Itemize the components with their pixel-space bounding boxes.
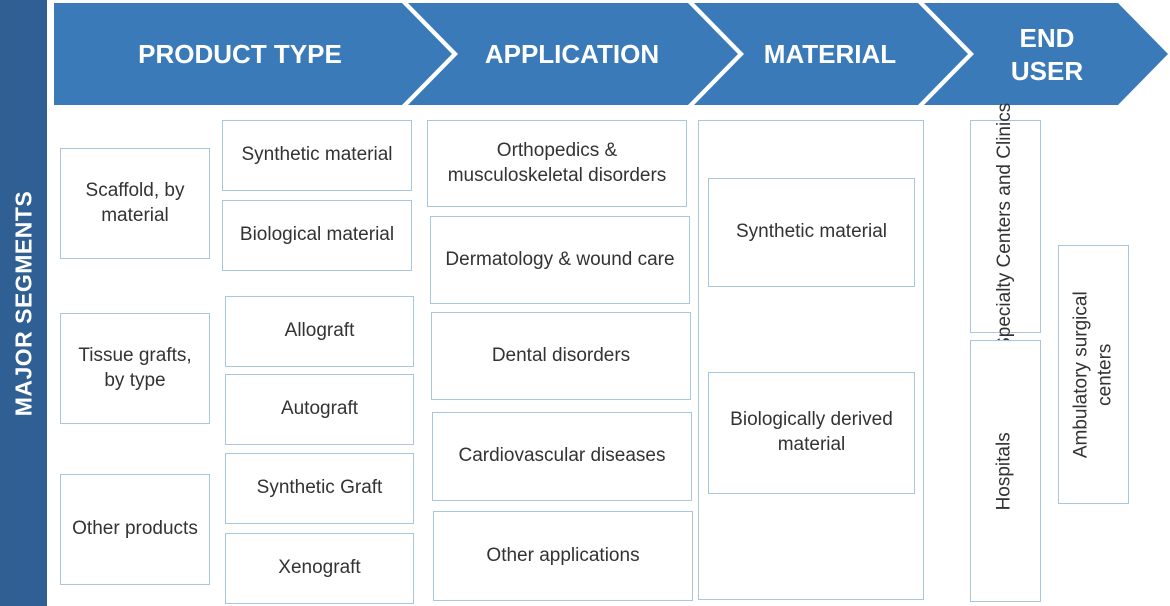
application-label: Cardiovascular diseases <box>458 445 666 467</box>
material-biological: Biologically derived material <box>708 372 915 494</box>
subtype-autograft: Autograft <box>225 374 414 445</box>
end-user-label: Ambulatory surgical centers <box>1070 291 1118 458</box>
category-label: Scaffold, by material <box>85 179 185 226</box>
application-label: Other applications <box>486 544 640 566</box>
application-orthopedics: Orthopedics & musculoskeletal disorders <box>427 120 687 207</box>
subtype-label: Synthetic Graft <box>256 477 383 499</box>
material-label: Synthetic material <box>735 221 887 243</box>
application-other: Other applications <box>433 511 693 601</box>
chevron-product-type <box>54 3 452 105</box>
subtype-label: Allograft <box>284 320 355 342</box>
ambulatory-line-1: Ambulatory surgical <box>1070 291 1092 458</box>
category-tissue-grafts: Tissue grafts, by type <box>60 313 210 424</box>
subtype-biological-material: Biological material <box>222 200 412 271</box>
subtype-xenograft: Xenograft <box>225 533 414 604</box>
header-end-user-line2: USER <box>1011 56 1083 86</box>
end-user-ambulatory: Ambulatory surgical centers <box>1058 245 1129 504</box>
end-user-label: Specialty Centers and Clinics <box>994 102 1016 351</box>
chevron-material <box>694 3 968 105</box>
subtype-synthetic-material: Synthetic material <box>222 120 412 191</box>
category-label: Other products <box>72 518 198 540</box>
subtype-allograft: Allograft <box>225 296 414 367</box>
header-end-user-line1: END <box>1020 23 1075 53</box>
end-user-label: Hospitals <box>994 431 1016 511</box>
major-segments-label: MAJOR SEGMENTS <box>10 190 36 416</box>
application-label: Dental disorders <box>491 344 631 366</box>
header-product-type: PRODUCT TYPE <box>138 39 342 69</box>
subtype-label: Autograft <box>280 398 359 420</box>
application-dermatology: Dermatology & wound care <box>430 216 690 304</box>
major-segments-bar: MAJOR SEGMENTS <box>0 0 47 606</box>
category-other-products: Other products <box>60 474 210 585</box>
application-label: Orthopedics & musculoskeletal disorders <box>447 139 667 186</box>
application-label: Dermatology & wound care <box>445 248 675 270</box>
application-cardiovascular: Cardiovascular diseases <box>432 412 692 501</box>
subtype-label: Biological material <box>239 224 395 246</box>
header-material: MATERIAL <box>764 39 897 69</box>
header-application: APPLICATION <box>485 39 659 69</box>
subtype-synthetic-graft: Synthetic Graft <box>225 453 414 524</box>
end-user-hospitals: Hospitals <box>970 340 1041 602</box>
material-synthetic: Synthetic material <box>708 178 915 287</box>
material-label: Biologically derived material <box>730 409 893 455</box>
end-user-specialty-centers: Specialty Centers and Clinics <box>970 103 1041 350</box>
category-scaffold: Scaffold, by material <box>60 148 210 259</box>
ambulatory-line-2: centers <box>1094 343 1116 406</box>
category-label: Tissue grafts, by type <box>78 344 192 391</box>
subtype-label: Xenograft <box>278 557 361 579</box>
application-dental: Dental disorders <box>431 312 691 400</box>
chevron-end-user <box>924 3 1168 105</box>
chevron-application <box>408 3 738 105</box>
segment-header-chevrons: PRODUCT TYPE APPLICATION MATERIAL END US… <box>54 3 1168 105</box>
subtype-label: Synthetic material <box>241 144 393 166</box>
